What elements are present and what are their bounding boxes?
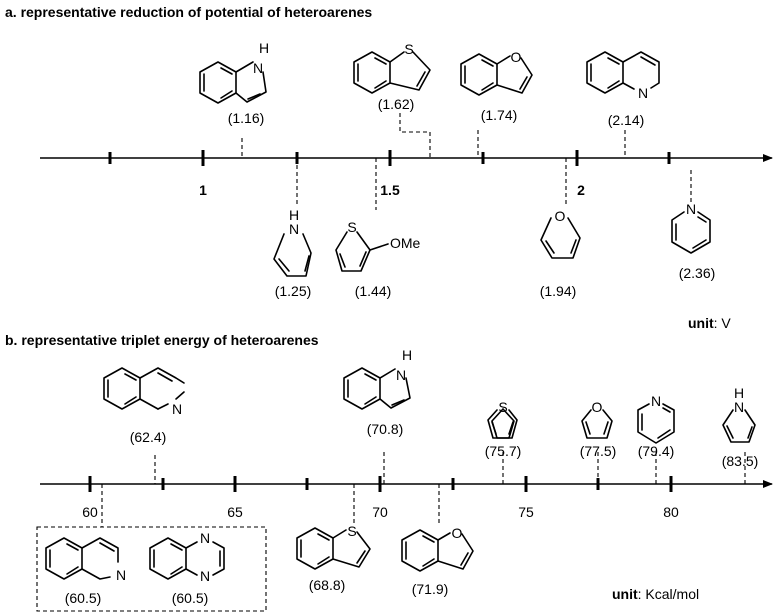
tick-label-80: 80 xyxy=(663,504,679,520)
svg-text:N: N xyxy=(172,401,182,417)
svg-text:N: N xyxy=(651,393,661,409)
tick-label-70: 70 xyxy=(372,504,388,520)
tick-label-1.5: 1.5 xyxy=(380,182,400,198)
tick-label-75: 75 xyxy=(518,504,534,520)
connector-a-benzothiophene xyxy=(399,113,431,158)
structure-b-furan: O (77.5) xyxy=(580,399,617,459)
value-b-benzothiophene: (68.8) xyxy=(309,577,346,593)
value-b-isoquinoline: (60.5) xyxy=(65,590,102,606)
svg-text:S: S xyxy=(347,523,356,539)
svg-text:N: N xyxy=(734,399,744,415)
value-a-quinoline: (2.14) xyxy=(608,112,645,128)
value-b-benzofuran: (71.9) xyxy=(412,581,449,597)
structure-a-benzothiophene: S (1.62) xyxy=(353,41,431,112)
value-a-pyridine: (2.36) xyxy=(679,265,716,281)
svg-text:N: N xyxy=(253,60,263,76)
group-box-b xyxy=(36,526,267,612)
panel-a: a. representative reduction of potential… xyxy=(5,4,773,331)
structure-b-isoquinoline: N (60.5) xyxy=(45,537,126,606)
value-a-furan: (1.94) xyxy=(540,283,577,299)
panel-b: b. representative triplet energy of hete… xyxy=(5,332,773,612)
structure-b-pyrrole: N H (83.5) xyxy=(722,385,759,469)
tick-label-2: 2 xyxy=(577,182,585,198)
structure-a-methoxythiophene: S OMe (1.44) xyxy=(335,219,421,299)
structure-a-indole: N H (1.16) xyxy=(199,40,269,126)
tick-label-65: 65 xyxy=(227,504,243,520)
structure-b-benzothiophene: S (68.8) xyxy=(296,523,371,593)
svg-text:H: H xyxy=(734,385,744,401)
svg-text:H: H xyxy=(259,40,269,56)
structure-a-benzofuran: O (1.74) xyxy=(460,49,533,123)
svg-text:H: H xyxy=(289,207,299,223)
panel-b-heading: b. representative triplet energy of hete… xyxy=(5,332,319,348)
svg-text:O: O xyxy=(592,399,603,415)
value-b-pyrrole: (83.5) xyxy=(722,453,759,469)
svg-text:N: N xyxy=(200,568,210,584)
svg-text:S: S xyxy=(347,219,356,235)
svg-text:O: O xyxy=(452,525,463,541)
tick-label-1: 1 xyxy=(199,182,207,198)
panel-a-heading: a. representative reduction of potential… xyxy=(5,4,372,20)
svg-text:H: H xyxy=(402,347,412,363)
value-a-indole: (1.16) xyxy=(228,110,265,126)
svg-text:unit: Kcal/mol: unit: Kcal/mol xyxy=(612,586,699,602)
structure-a-pyrrole: N H (1.25) xyxy=(273,207,312,299)
structure-b-quinoline: N (62.4) xyxy=(103,367,185,445)
value-a-methoxythiophene: (1.44) xyxy=(355,283,392,299)
structure-a-pyridine: N (2.36) xyxy=(671,201,716,281)
structure-a-quinoline: N (2.14) xyxy=(586,51,660,128)
value-a-pyrrole: (1.25) xyxy=(275,283,312,299)
unit-label-a: unit: V xyxy=(688,315,731,331)
structure-b-quinoxaline: N N (60.5) xyxy=(149,530,225,606)
svg-text:O: O xyxy=(511,49,522,65)
value-b-quinoline: (62.4) xyxy=(130,429,167,445)
value-b-furan: (77.5) xyxy=(580,443,617,459)
value-b-thiophene: (75.7) xyxy=(485,443,522,459)
svg-text:N: N xyxy=(116,567,126,583)
svg-text:N: N xyxy=(289,221,299,237)
svg-text:O: O xyxy=(555,208,566,224)
structure-b-indole: N H (70.8) xyxy=(343,347,412,437)
value-a-benzofuran: (1.74) xyxy=(481,107,518,123)
svg-text:N: N xyxy=(638,85,648,101)
svg-text:unit: V: unit: V xyxy=(688,315,731,331)
value-a-benzothiophene: (1.62) xyxy=(378,96,415,112)
structure-b-benzofuran: O (71.9) xyxy=(401,525,474,597)
value-b-quinoxaline: (60.5) xyxy=(172,590,209,606)
structure-a-furan: O (1.94) xyxy=(540,208,581,299)
structure-b-thiophene: S (75.7) xyxy=(485,399,522,459)
value-b-pyridine: (79.4) xyxy=(638,443,675,459)
svg-text:N: N xyxy=(396,367,406,383)
svg-text:S: S xyxy=(404,41,413,57)
unit-label-b: unit: Kcal/mol xyxy=(612,586,699,602)
structure-b-pyridine: N (79.4) xyxy=(637,393,675,459)
svg-text:N: N xyxy=(200,530,210,546)
panel-a-ticks xyxy=(108,150,671,166)
value-b-indole: (70.8) xyxy=(367,421,404,437)
svg-text:OMe: OMe xyxy=(390,235,421,251)
svg-text:S: S xyxy=(498,399,507,415)
svg-text:N: N xyxy=(686,201,696,217)
tick-label-60: 60 xyxy=(82,504,98,520)
